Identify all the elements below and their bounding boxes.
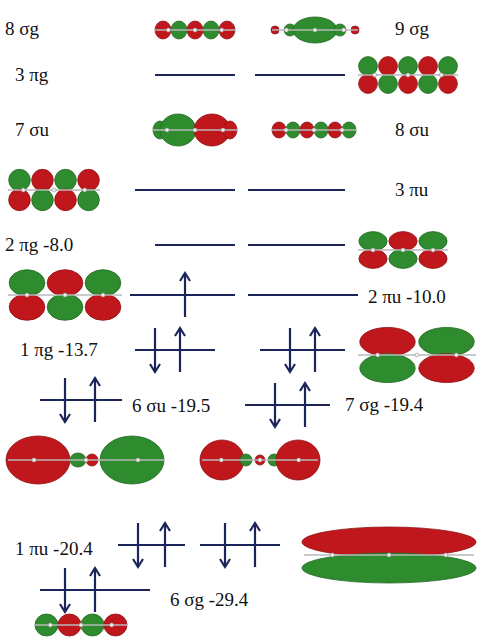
spin-up-arrow [175, 328, 185, 372]
spin-up-arrow [90, 378, 100, 422]
orbital-pictures [6, 17, 476, 636]
orbital-picture [6, 436, 164, 484]
orbital-lobe [9, 189, 31, 211]
orbital-lobe [9, 169, 31, 191]
orbital-label: 2 πu -10.0 [368, 286, 446, 308]
orbital-lobe [302, 527, 476, 557]
energy-level [248, 189, 345, 191]
orbital-picture [153, 114, 237, 146]
orbital-lobe [9, 294, 45, 320]
orbital-lobe [85, 270, 121, 296]
orbital-picture [155, 21, 235, 39]
orbital-label: 7 σu [15, 119, 49, 141]
energy-level [118, 544, 185, 546]
orbital-lobe [78, 189, 100, 211]
spin-up-arrow [160, 523, 170, 567]
orbital-lobe [32, 189, 54, 211]
spin-down-arrow [220, 523, 230, 567]
energy-level [260, 349, 345, 351]
spin-up-arrow [310, 328, 320, 372]
orbital-lobe [419, 57, 438, 76]
orbital-picture [200, 440, 320, 480]
orbital-lobe [47, 294, 83, 320]
orbital-picture [8, 270, 122, 321]
orbital-lobe [78, 169, 100, 191]
energy-level [248, 294, 358, 296]
orbital-label: 3 πu [395, 179, 428, 201]
energy-level [135, 189, 235, 191]
energy-level [155, 244, 235, 246]
orbital-lobe [55, 169, 77, 191]
orbital-lobe [379, 74, 398, 93]
orbital-label: 8 σu [395, 119, 429, 141]
electrons [60, 273, 320, 612]
spin-up-arrow [90, 568, 100, 612]
orbital-lobe [419, 327, 474, 356]
spin-down-arrow [150, 328, 160, 372]
spin-up-arrow [300, 383, 310, 427]
orbital-picture [272, 122, 356, 138]
orbital-lobe [419, 354, 474, 383]
energy-level [245, 404, 330, 406]
energy-level [248, 244, 345, 246]
orbital-picture [358, 57, 458, 94]
orbital-label: 6 σu -19.5 [132, 395, 210, 417]
energy-level [255, 74, 345, 76]
orbital-lobe [85, 294, 121, 320]
orbital-lobe [55, 189, 77, 211]
orbital-lobe [302, 553, 476, 583]
orbital-picture [271, 17, 359, 43]
orbital-lobe [379, 57, 398, 76]
orbital-lobe [9, 270, 45, 296]
orbital-picture [302, 527, 476, 583]
orbital-label: 3 πg [15, 64, 48, 86]
energy-levels [40, 75, 358, 590]
energy-level [135, 349, 215, 351]
spin-down-arrow [270, 383, 280, 427]
energy-level [155, 74, 235, 76]
orbital-lobe [360, 354, 415, 383]
orbital-label: 6 σg -29.4 [170, 589, 248, 611]
orbital-label: 8 σg [5, 18, 39, 40]
orbital-lobe [419, 74, 438, 93]
spin-down-arrow [60, 378, 70, 422]
orbital-picture [8, 169, 100, 210]
orbital-label: 2 πg -8.0 [5, 234, 73, 256]
orbital-lobe [360, 327, 415, 356]
spin-down-arrow [60, 568, 70, 612]
energy-level [40, 399, 122, 401]
energy-level [200, 544, 280, 546]
orbital-label: 1 πu -20.4 [15, 538, 93, 560]
orbital-label: 1 πg -13.7 [20, 339, 98, 361]
spin-up-arrow [180, 273, 190, 317]
orbital-picture [35, 614, 127, 636]
spin-down-arrow [285, 328, 295, 372]
spin-up-arrow [250, 523, 260, 567]
orbital-picture [358, 232, 448, 269]
orbital-lobe [47, 270, 83, 296]
energy-level [130, 294, 235, 296]
orbital-label: 7 σg -19.4 [345, 394, 423, 416]
orbital-picture [358, 327, 476, 382]
spin-down-arrow [133, 523, 143, 567]
orbital-lobe [32, 169, 54, 191]
orbital-label: 9 σg [395, 18, 429, 40]
